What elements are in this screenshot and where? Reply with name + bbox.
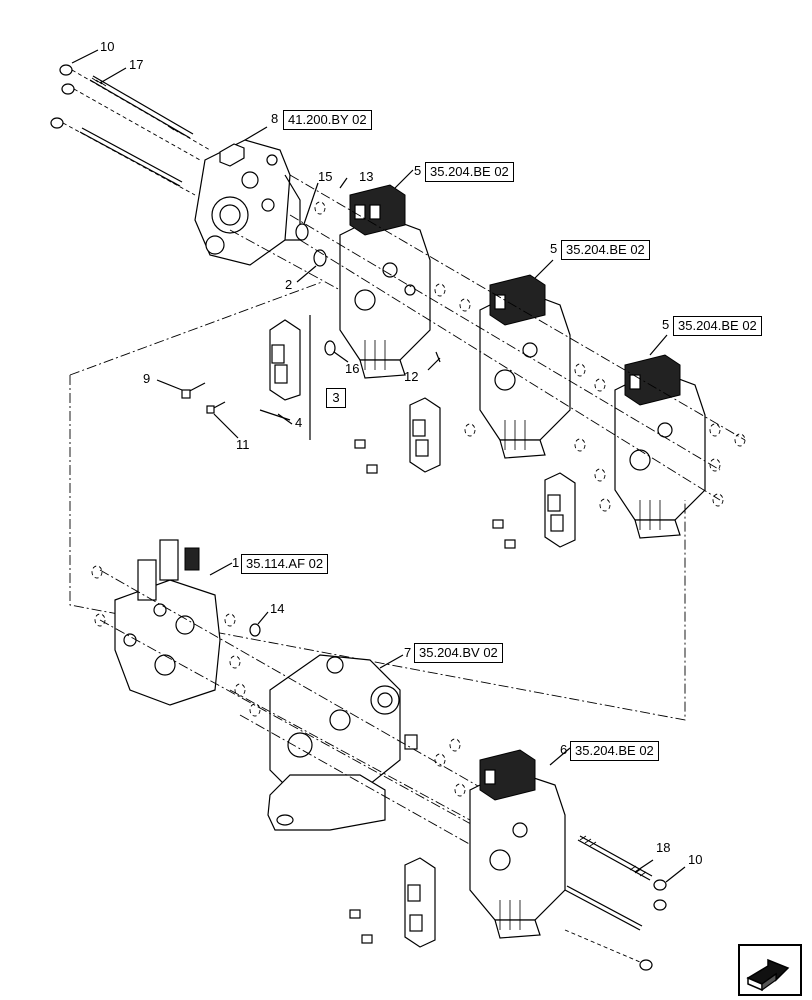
callout-6: 6 [560, 742, 568, 757]
callout-18: 18 [656, 840, 671, 855]
next-page-arrow-icon[interactable] [738, 944, 802, 996]
callout-13: 13 [359, 169, 374, 184]
mid-inlet-body-part [267, 654, 418, 831]
ref-box-mid-inlet-body[interactable]: 35.204.BV 02 [414, 643, 503, 663]
callout-10-top: 10 [100, 39, 115, 54]
ref-box-section-valve-top[interactable]: 35.204.BE 02 [425, 162, 514, 182]
section-valve-5b [479, 274, 571, 459]
callout-15: 15 [318, 169, 333, 184]
callout-12: 12 [404, 369, 419, 384]
tie-rod-bolts-top [50, 64, 211, 196]
o-ring-15 [295, 223, 309, 241]
explosion-lines-bottom [91, 565, 521, 851]
callout-4: 4 [295, 415, 303, 430]
ref-box-section-valve-bottom[interactable]: 35.204.BE 02 [570, 741, 659, 761]
o-ring-14 [249, 623, 261, 637]
callout-5-right: 5 [662, 317, 670, 332]
callout-14: 14 [270, 601, 285, 616]
lever-bracket-kit-bottom [349, 857, 436, 948]
callout-11: 11 [236, 437, 250, 452]
ref-box-inlet-cover[interactable]: 41.200.BY 02 [283, 110, 372, 130]
explosion-lines-top [229, 174, 746, 501]
inlet-cover-part [194, 139, 301, 266]
callout-1: 1 [232, 555, 240, 570]
section-valve-5a [339, 184, 431, 379]
lever-bracket-kit-middle [354, 397, 441, 474]
lever-bracket-kit [181, 315, 311, 440]
o-ring-16 [324, 340, 336, 356]
section-valve-5c [614, 354, 706, 539]
callout-5-middle: 5 [550, 241, 558, 256]
callout-2: 2 [285, 277, 293, 292]
callout-10-bottom: 10 [688, 852, 703, 867]
section-valve-6 [469, 749, 566, 939]
ref-box-section-valve-middle[interactable]: 35.204.BE 02 [561, 240, 650, 260]
assembly-grouping-line [69, 281, 686, 721]
ref-box-section-valve-right[interactable]: 35.204.BE 02 [673, 316, 762, 336]
callout-16: 16 [345, 361, 360, 376]
callout-8: 8 [271, 111, 279, 126]
callout-5-top: 5 [414, 163, 422, 178]
seal-washers-top [314, 201, 746, 512]
lever-bracket-kit-right [492, 472, 576, 549]
callout-7: 7 [404, 645, 412, 660]
tie-rod-bolts-bottom [564, 835, 667, 971]
callout-9: 9 [143, 371, 151, 386]
callout-17: 17 [129, 57, 144, 72]
kit-reference-box-3[interactable]: 3 [326, 388, 346, 408]
ref-box-inlet-section[interactable]: 35.114.AF 02 [241, 554, 329, 574]
inlet-section-part [114, 539, 221, 706]
